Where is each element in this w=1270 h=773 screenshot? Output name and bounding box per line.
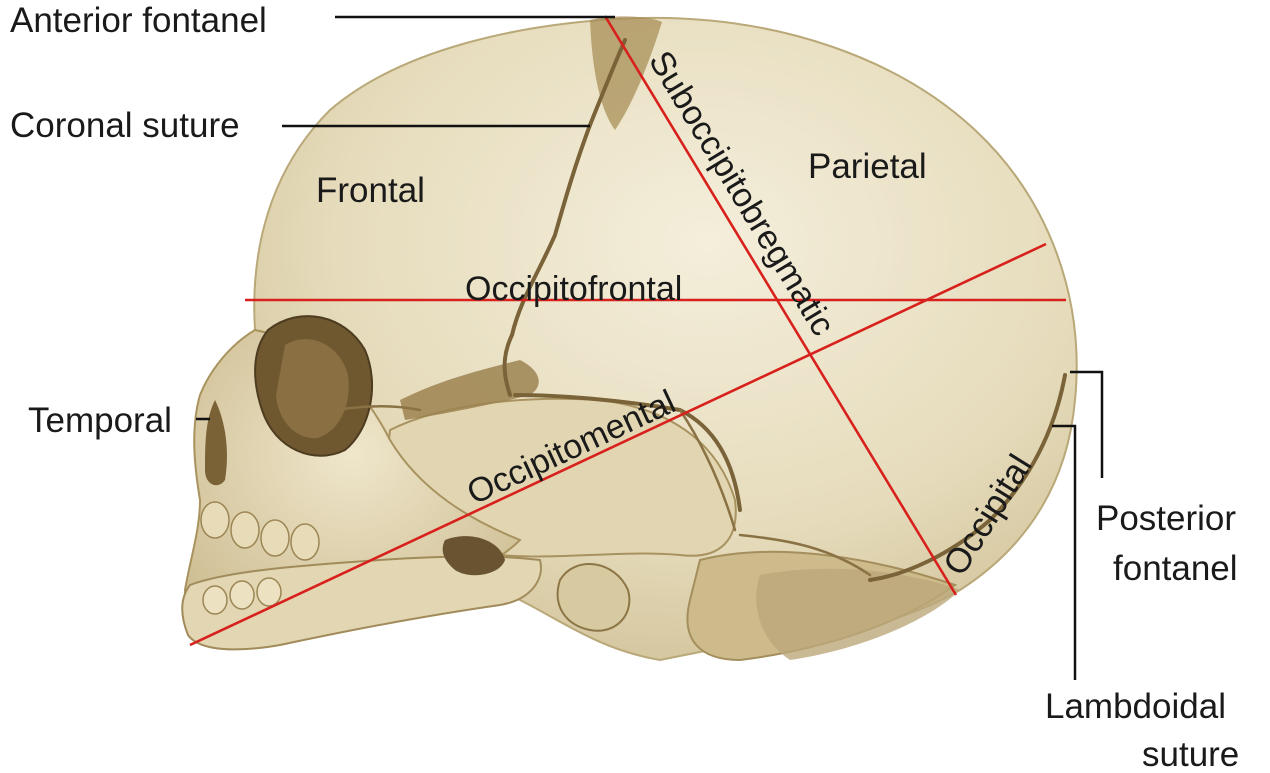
lambdoidal-suture-label-line2: suture [1142, 735, 1239, 773]
parietal-label: Parietal [808, 147, 927, 186]
posterior-fontanel-label-line2: fontanel [1113, 549, 1238, 588]
frontal-label: Frontal [316, 171, 425, 210]
coronal-suture-label: Coronal suture [10, 106, 240, 145]
posterior-fontanel-label-line1: Posterior [1096, 499, 1236, 538]
lambdoidal-suture-label-line1: Lambdoidal [1045, 687, 1226, 726]
temporal-label: Temporal [28, 401, 172, 440]
anterior-fontanel-label: Anterior fontanel [10, 1, 267, 40]
occipital-lower-plate [756, 569, 960, 660]
occipitofrontal-label: Occipitofrontal [465, 270, 682, 308]
